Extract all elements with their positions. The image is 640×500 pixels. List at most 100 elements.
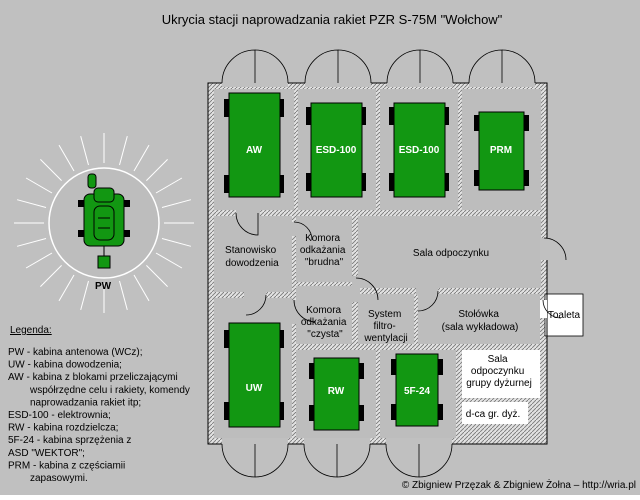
legend-line: zapasowymi. xyxy=(30,473,88,484)
pw-wheel xyxy=(78,200,88,207)
legend-line: współrzędne celu i rakiety, komendy xyxy=(29,385,190,396)
door-swing xyxy=(304,49,339,84)
door-swing xyxy=(542,299,562,319)
pw-wheel xyxy=(78,230,88,237)
antenna-ray xyxy=(16,199,47,208)
door-gap xyxy=(222,81,288,87)
door-gap xyxy=(352,276,360,302)
room-label-toaleta: Toaleta xyxy=(548,310,581,321)
room-label-sala-odpoczynku: Sala odpoczynku xyxy=(413,248,489,259)
door-swing xyxy=(254,49,289,84)
room-system xyxy=(358,294,414,344)
room-labels: Stanowisko dowodzenia Komora odkażania "… xyxy=(225,233,581,420)
antenna-ray xyxy=(25,177,53,194)
copyright: © Zbigniew Przęzak & Zbigniew Żołna – ht… xyxy=(402,478,636,491)
legend-line: UW - kabina dowodzenia; xyxy=(8,360,122,371)
pw-wheel xyxy=(120,230,130,237)
door-swing xyxy=(293,299,317,323)
antenna-ray xyxy=(146,265,168,287)
door-swing xyxy=(418,443,453,478)
antenna-ray xyxy=(155,177,183,194)
door-swing xyxy=(221,443,256,478)
antenna-ray xyxy=(133,144,150,172)
door-gap xyxy=(304,438,370,446)
legend-line: AW - kabina z blokami przeliczającymi xyxy=(8,372,178,383)
door-swing xyxy=(303,443,338,478)
vehicle-esd1-label: ESD-100 xyxy=(316,145,357,156)
door-swing xyxy=(501,49,536,84)
legend-lines: PW - kabina antenowa (WCz);UW - kabina d… xyxy=(8,347,190,484)
door-gap xyxy=(416,287,438,295)
legend-line: PRM - kabina z częściamii xyxy=(8,460,125,471)
antenna-ray xyxy=(58,274,75,302)
door-swing xyxy=(293,221,313,241)
vehicle-uw: UW xyxy=(224,322,284,428)
pw-wheel xyxy=(120,200,130,207)
door-gap xyxy=(305,81,371,87)
door-swings xyxy=(221,49,567,478)
door-gap xyxy=(244,291,266,299)
door-swing xyxy=(221,49,256,84)
antenna-rays xyxy=(14,133,194,313)
vehicle-5f24: 5F-24 xyxy=(391,353,443,427)
room-label-stanowisko: Stanowisko dowodzenia xyxy=(225,245,279,269)
door-swing xyxy=(419,49,454,84)
antenna-ray xyxy=(161,199,192,208)
door-swing xyxy=(254,443,289,478)
antenna-ray xyxy=(161,238,192,247)
room-komora-brudna xyxy=(296,216,352,282)
legend-line: naprowadzania rakiet itp; xyxy=(30,397,141,408)
vehicle-prm-label: PRM xyxy=(490,145,512,156)
antenna-ray xyxy=(155,252,183,269)
door-swing xyxy=(543,237,567,261)
antenna-ray xyxy=(25,252,53,269)
legend-line: RW - kabina rozdzielcza; xyxy=(8,423,118,434)
pw-base-block xyxy=(97,255,111,269)
antenna-ray xyxy=(40,159,62,181)
legend: Legenda: PW - kabina antenowa (WCz);UW -… xyxy=(8,325,190,484)
door-gap xyxy=(469,81,535,87)
door-gap xyxy=(222,438,288,446)
vehicle-5f24-label: 5F-24 xyxy=(404,386,431,397)
door-gap xyxy=(236,209,260,217)
diagram-title: Ukrycia stacji naprowadzania rakiet PZR … xyxy=(162,12,503,27)
vehicle-esd100-2: ESD-100 xyxy=(389,102,449,198)
antenna-ray xyxy=(16,238,47,247)
room-label-komora-brudna: Komora odkażania "brudna" xyxy=(300,233,348,268)
room-sala-grupy xyxy=(462,350,540,398)
door-gap xyxy=(540,238,548,260)
door-openings xyxy=(222,81,548,446)
antenna-ray xyxy=(40,265,62,287)
door-swing xyxy=(337,49,372,84)
door-swing xyxy=(336,443,371,478)
pw-antenna-head xyxy=(93,187,115,203)
antenna-ray xyxy=(133,274,150,302)
antenna-ray xyxy=(80,280,89,311)
antenna-ray xyxy=(119,135,128,166)
door-gap xyxy=(387,81,453,87)
vehicle-rw-label: RW xyxy=(328,386,345,397)
door-swing xyxy=(245,294,267,316)
door-gap xyxy=(292,300,298,324)
room-stanowisko xyxy=(214,216,292,292)
legend-line: ESD-100 - elektrownia; xyxy=(8,410,111,421)
vehicle-uw-label: UW xyxy=(246,383,263,394)
vehicle-rw: RW xyxy=(309,357,364,431)
legend-line: ASD "WEKTOR"; xyxy=(8,448,85,459)
vehicle-esd100-1: ESD-100 xyxy=(306,102,366,198)
room-label-komora-czysta: Komora odkażania "czysta" xyxy=(301,305,349,340)
antenna-ray xyxy=(80,135,89,166)
door-swing xyxy=(386,49,421,84)
room-label-system: System filtro- wentylacji xyxy=(363,309,407,344)
room-stolowka xyxy=(418,294,540,344)
door-swing xyxy=(417,290,439,312)
pw-label: PW xyxy=(95,281,112,292)
room-sala-odpoczynku xyxy=(358,216,541,288)
door-swing xyxy=(355,277,379,301)
room-label-dca: d-ca gr. dyż. xyxy=(466,409,520,420)
door-swing xyxy=(235,212,259,236)
room-dca xyxy=(462,402,528,424)
door-gap xyxy=(540,300,547,318)
